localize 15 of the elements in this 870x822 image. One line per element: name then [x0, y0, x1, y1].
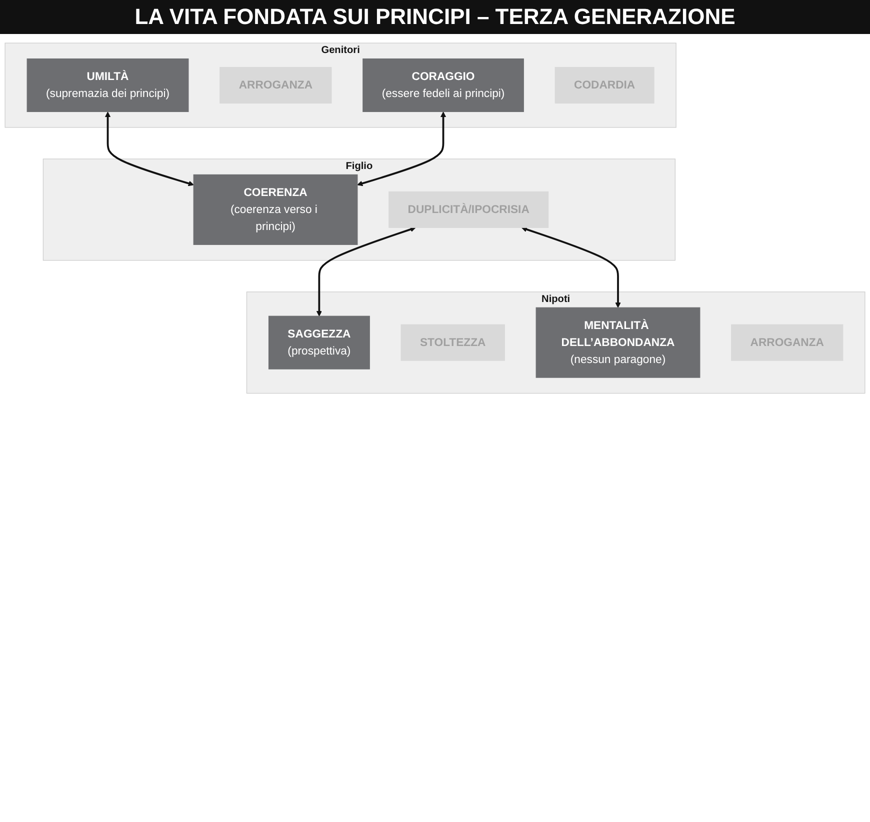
flowchart: Genitori Figlio Nipoti UMILTÀ (supremazia dei principi) ARROGANZA CORAGGIO (essere fedeli ai principi) CODARDIA COERENZA (coerenza verso i principi) DUPLICITÀ/IPOCRISIA SAGGEZZA (prospettiva) STOLTEZZA MENTALITÀ DELL’ABBONDANZA (nessun paragone) ARROGANZA	[0, 38, 870, 398]
arrow	[521, 226, 621, 308]
cluster	[42, 158, 676, 261]
node-box	[388, 191, 549, 228]
arrow	[316, 226, 416, 316]
node-box	[536, 307, 700, 378]
node-box	[193, 174, 358, 245]
node-box	[362, 58, 524, 112]
arrow	[105, 112, 194, 186]
title-banner: LA VITA FONDATA SUI PRINCIPI – TERZA GENERAZIONE	[0, 0, 870, 34]
cluster	[246, 292, 866, 394]
node-box	[26, 58, 189, 112]
cluster	[4, 42, 676, 128]
node-box	[268, 316, 370, 370]
arrow	[357, 112, 446, 186]
